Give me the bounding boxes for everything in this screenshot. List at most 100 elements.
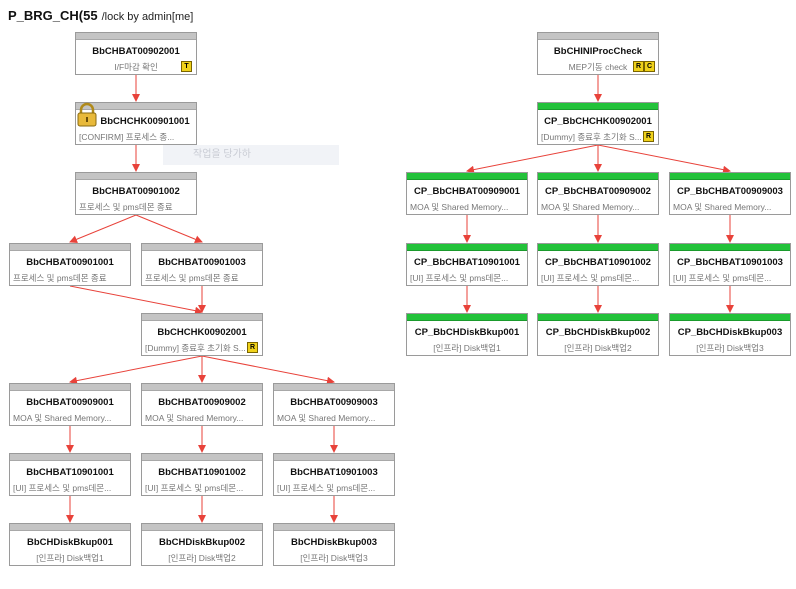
job-node[interactable]: BbCHBAT00901001 프로세스 및 pms데몬 종료	[9, 243, 131, 286]
job-name: BbCHBAT10901002	[158, 467, 246, 478]
type-badge: R	[633, 61, 644, 72]
status-bar	[538, 103, 658, 110]
job-node[interactable]: CP_BbCHDiskBkup003 [인프라] Disk백업3	[669, 313, 791, 356]
edge-n6-n7	[69, 355, 203, 385]
job-node[interactable]: CP_BbCHBAT00909003 MOA 및 Shared Memory..…	[669, 172, 791, 215]
edge-r2-r5	[597, 144, 731, 174]
status-bar	[407, 173, 527, 180]
job-name: BbCHDiskBkup003	[290, 537, 378, 548]
job-desc: MOA 및 Shared Memory...	[673, 202, 772, 212]
status-bar	[407, 314, 527, 321]
job-node[interactable]: BbCHBAT10901003 [UI] 프로세스 및 pms데몬...	[273, 453, 395, 496]
job-desc: MEP기동 check	[568, 62, 628, 72]
job-name: BbCHBAT00901001	[26, 257, 114, 268]
job-name: BbCHBAT00902001	[92, 46, 180, 57]
lock-status: /lock by admin[me]	[101, 11, 194, 23]
status-bar	[538, 33, 658, 40]
edge-n3-n5	[135, 214, 203, 244]
job-name: CP_BbCHDiskBkup002	[545, 327, 651, 338]
job-name: BbCHBAT10901001	[26, 467, 114, 478]
job-name: BbCHCHK00901001	[100, 116, 190, 127]
job-node[interactable]: BbCHBAT00902001 I/F마감 확인 T	[75, 32, 197, 75]
status-bar	[274, 524, 394, 531]
job-node[interactable]: CP_BbCHCHK00902001 [Dummy] 종료후 초기화 S... …	[537, 102, 659, 145]
job-name: BbCHBAT00901002	[92, 186, 180, 197]
job-name: BbCHBAT00909001	[26, 397, 114, 408]
job-node[interactable]: BbCHBAT00909002 MOA 및 Shared Memory...	[141, 383, 263, 426]
job-node[interactable]: BbCHBAT10901001 [UI] 프로세스 및 pms데몬...	[9, 453, 131, 496]
status-bar	[670, 314, 790, 321]
status-bar	[274, 384, 394, 391]
job-name: CP_BbCHBAT10901002	[545, 257, 651, 268]
job-node[interactable]: BbCHDiskBkup002 [인프라] Disk백업2	[141, 523, 263, 566]
job-name: BbCHDiskBkup002	[158, 537, 246, 548]
job-desc: [UI] 프로세스 및 pms데몬...	[145, 483, 244, 493]
job-desc: [Dummy] 종료후 초기화 S...	[145, 343, 246, 353]
header: P_BRG_CH(55 /lock by admin[me]	[8, 8, 193, 24]
job-node[interactable]: BbCHDiskBkup001 [인프라] Disk백업1	[9, 523, 131, 566]
job-node[interactable]: CP_BbCHDiskBkup001 [인프라] Disk백업1	[406, 313, 528, 356]
status-bar	[538, 244, 658, 251]
job-desc: MOA 및 Shared Memory...	[13, 413, 112, 423]
job-name: CP_BbCHBAT10901003	[677, 257, 783, 268]
status-bar	[670, 244, 790, 251]
job-name: CP_BbCHBAT00909002	[545, 186, 651, 197]
job-desc: 프로세스 및 pms데몬 종료	[79, 202, 173, 212]
job-desc: [UI] 프로세스 및 pms데몬...	[277, 483, 376, 493]
job-node[interactable]: CP_BbCHDiskBkup002 [인프라] Disk백업2	[537, 313, 659, 356]
status-bar	[538, 173, 658, 180]
job-node[interactable]: BbCHBAT00901003 프로세스 및 pms데몬 종료	[141, 243, 263, 286]
job-node[interactable]: BbCHBAT00909003 MOA 및 Shared Memory...	[273, 383, 395, 426]
job-name: CP_BbCHDiskBkup003	[677, 327, 783, 338]
status-bar	[142, 454, 262, 461]
job-desc: I/F마감 확인	[114, 62, 158, 72]
job-name: CP_BbCHCHK00902001	[544, 116, 652, 127]
job-name: BbCHBAT10901003	[290, 467, 378, 478]
job-desc: [인프라] Disk백업2	[564, 343, 632, 353]
job-desc: MOA 및 Shared Memory...	[410, 202, 509, 212]
job-node[interactable]: BbCHBAT10901002 [UI] 프로세스 및 pms데몬...	[141, 453, 263, 496]
type-badge: R	[247, 342, 258, 353]
job-desc: [인프라] Disk백업1	[433, 343, 501, 353]
job-desc: MOA 및 Shared Memory...	[541, 202, 640, 212]
job-name: CP_BbCHBAT10901001	[414, 257, 520, 268]
lock-icon	[77, 102, 97, 127]
edge-n3-n4	[69, 214, 137, 244]
job-node[interactable]: BbCHINIProcCheck MEP기동 check R C	[537, 32, 659, 75]
job-desc: [UI] 프로세스 및 pms데몬...	[13, 483, 112, 493]
type-badge: T	[181, 61, 192, 72]
job-node[interactable]: BbCHBAT00909001 MOA 및 Shared Memory...	[9, 383, 131, 426]
edge-r2-r3	[466, 144, 599, 174]
job-desc: [인프라] Disk백업2	[168, 553, 236, 563]
job-node[interactable]: CP_BbCHBAT00909002 MOA 및 Shared Memory..…	[537, 172, 659, 215]
job-node[interactable]: CP_BbCHBAT10901003 [UI] 프로세스 및 pms데몬...	[669, 243, 791, 286]
status-bar	[142, 244, 262, 251]
job-node[interactable]: CP_BbCHBAT10901001 [UI] 프로세스 및 pms데몬...	[406, 243, 528, 286]
type-badge: C	[644, 61, 655, 72]
status-bar	[142, 524, 262, 531]
job-desc: [Dummy] 종료후 초기화 S...	[541, 132, 642, 142]
job-node[interactable]: CP_BbCHBAT00909001 MOA 및 Shared Memory..…	[406, 172, 528, 215]
job-node[interactable]: BbCHDiskBkup003 [인프라] Disk백업3	[273, 523, 395, 566]
job-desc: 프로세스 및 pms데몬 종료	[145, 273, 239, 283]
job-group-title: P_BRG_CH(55	[8, 8, 98, 23]
job-name: BbCHCHK00902001	[157, 327, 247, 338]
job-node[interactable]: BbCHCHK00902001 [Dummy] 종료후 초기화 S... R	[141, 313, 263, 356]
job-node[interactable]: CP_BbCHBAT10901002 [UI] 프로세스 및 pms데몬...	[537, 243, 659, 286]
status-bar	[76, 33, 196, 40]
status-bar	[76, 173, 196, 180]
job-desc: [UI] 프로세스 및 pms데몬...	[673, 273, 772, 283]
type-badge: R	[643, 131, 654, 142]
job-desc: [CONFIRM] 프로세스 종...	[79, 132, 175, 142]
job-desc: [UI] 프로세스 및 pms데몬...	[410, 273, 509, 283]
status-bar	[407, 244, 527, 251]
job-desc: MOA 및 Shared Memory...	[277, 413, 376, 423]
status-bar	[142, 384, 262, 391]
edge-n6-n9	[201, 355, 335, 385]
job-name: CP_BbCHBAT00909003	[677, 186, 783, 197]
status-bar	[538, 314, 658, 321]
status-bar	[10, 454, 130, 461]
job-name: BbCHBAT00909003	[290, 397, 378, 408]
job-node[interactable]: BbCHBAT00901002 프로세스 및 pms데몬 종료	[75, 172, 197, 215]
job-desc: [인프라] Disk백업1	[36, 553, 104, 563]
